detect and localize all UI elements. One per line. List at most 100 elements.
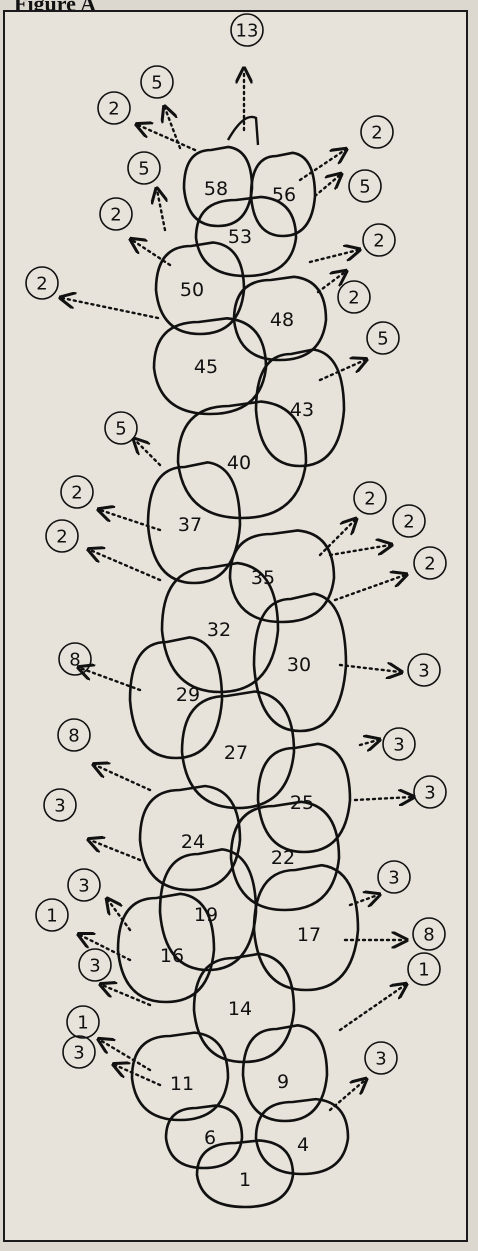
circled-label-text: 2 — [110, 205, 121, 226]
parastichy-arrow — [360, 740, 378, 745]
scale-number: 6 — [204, 1127, 216, 1149]
circled-label-text: 1 — [46, 906, 57, 927]
circled-label-text: 3 — [424, 783, 435, 804]
parastichy-arrow — [340, 665, 400, 672]
parastichy-arrow — [355, 797, 412, 800]
scale-number: 32 — [207, 619, 231, 641]
circled-label: 1 — [408, 953, 440, 985]
circled-label: 8 — [413, 918, 445, 950]
circled-label: 5 — [141, 66, 173, 98]
circled-label: 3 — [79, 949, 111, 981]
parastichy-arrow — [135, 440, 160, 465]
circled-label: 8 — [59, 643, 91, 675]
circled-label-text: 2 — [71, 483, 82, 504]
circled-label: 3 — [44, 789, 76, 821]
cone-scale — [230, 530, 334, 622]
circled-label-text: 2 — [36, 274, 47, 295]
circled-label-text: 3 — [388, 868, 399, 889]
circled-label-text: 5 — [138, 159, 149, 180]
circled-label: 5 — [349, 170, 381, 202]
circled-label: 3 — [383, 728, 415, 760]
circled-label-text: 3 — [393, 735, 404, 756]
scale-number: 45 — [194, 356, 218, 378]
circled-label-text: 3 — [89, 956, 100, 977]
circled-label-text: 13 — [236, 21, 259, 42]
circled-label: 2 — [354, 482, 386, 514]
scale-number: 30 — [287, 654, 311, 676]
circled-label-text: 2 — [403, 512, 414, 533]
parastichy-arrow — [335, 575, 405, 600]
parastichy-arrow — [157, 190, 165, 230]
circled-label: 2 — [61, 476, 93, 508]
circled-label-text: 2 — [424, 554, 435, 575]
circled-label-text: 2 — [371, 123, 382, 144]
circled-label-text: 3 — [78, 876, 89, 897]
circled-label: 3 — [365, 1042, 397, 1074]
circled-label: 1 — [67, 1006, 99, 1038]
circled-label-text: 2 — [364, 489, 375, 510]
scale-number: 4 — [297, 1134, 309, 1156]
scale-number: 25 — [290, 792, 314, 814]
parastichy-arrow — [138, 125, 195, 150]
parastichy-arrow — [330, 545, 390, 555]
circled-label-text: 3 — [418, 661, 429, 682]
circled-label: 2 — [100, 198, 132, 230]
circled-label-text: 8 — [68, 726, 79, 747]
circled-label: 2 — [363, 224, 395, 256]
circled-label: 3 — [414, 776, 446, 808]
scale-number: 9 — [277, 1071, 289, 1093]
parastichy-arrow — [310, 250, 358, 262]
circled-label: 13 — [231, 14, 263, 46]
parastichy-arrow — [320, 520, 355, 555]
scale-number: 58 — [204, 178, 228, 200]
circled-label-text: 8 — [423, 925, 434, 946]
parastichy-arrow — [95, 765, 150, 790]
circled-label-text: 3 — [54, 796, 65, 817]
circled-label-text: 2 — [373, 231, 384, 252]
scale-number: 35 — [251, 567, 275, 589]
circled-label: 2 — [361, 116, 393, 148]
circled-label-text: 3 — [375, 1049, 386, 1070]
scale-number: 1 — [239, 1169, 251, 1191]
parastichy-arrow — [340, 985, 405, 1030]
scale-number: 50 — [180, 279, 204, 301]
scale-number: 53 — [228, 226, 252, 248]
scale-number: 37 — [178, 514, 202, 536]
circled-label-text: 3 — [73, 1043, 84, 1064]
circled-label: 2 — [46, 520, 78, 552]
circled-label: 2 — [393, 505, 425, 537]
circled-label-text: 1 — [77, 1013, 88, 1034]
parastichy-arrow — [320, 360, 365, 380]
scale-number: 29 — [176, 684, 200, 706]
circled-label: 8 — [58, 719, 90, 751]
scale-number: 16 — [160, 945, 184, 967]
scale-number: 11 — [170, 1073, 194, 1095]
cone-tip — [228, 117, 258, 145]
circled-label-text: 1 — [418, 960, 429, 981]
parastichy-arrow — [80, 935, 130, 960]
parastichy-arrow — [108, 900, 130, 930]
circled-label-text: 5 — [115, 419, 126, 440]
circled-label: 3 — [408, 654, 440, 686]
circled-label: 5 — [367, 322, 399, 354]
parastichy-arrow — [102, 985, 150, 1005]
scale-number: 40 — [227, 452, 251, 474]
parastichy-arrow — [132, 240, 170, 265]
circled-label: 2 — [338, 281, 370, 313]
circled-label-text: 2 — [56, 527, 67, 548]
circled-label-text: 8 — [69, 650, 80, 671]
circled-label-text: 5 — [377, 329, 388, 350]
circled-label: 3 — [378, 861, 410, 893]
scale-number: 19 — [194, 904, 218, 926]
parastichy-arrow — [90, 840, 140, 860]
circled-label-text: 2 — [108, 99, 119, 120]
circled-label: 1 — [36, 899, 68, 931]
scale-number: 48 — [270, 309, 294, 331]
circled-label: 2 — [26, 267, 58, 299]
scale-number: 22 — [271, 847, 295, 869]
circled-label: 3 — [68, 869, 100, 901]
circled-label-text: 2 — [348, 288, 359, 309]
parastichy-arrow — [62, 298, 158, 318]
